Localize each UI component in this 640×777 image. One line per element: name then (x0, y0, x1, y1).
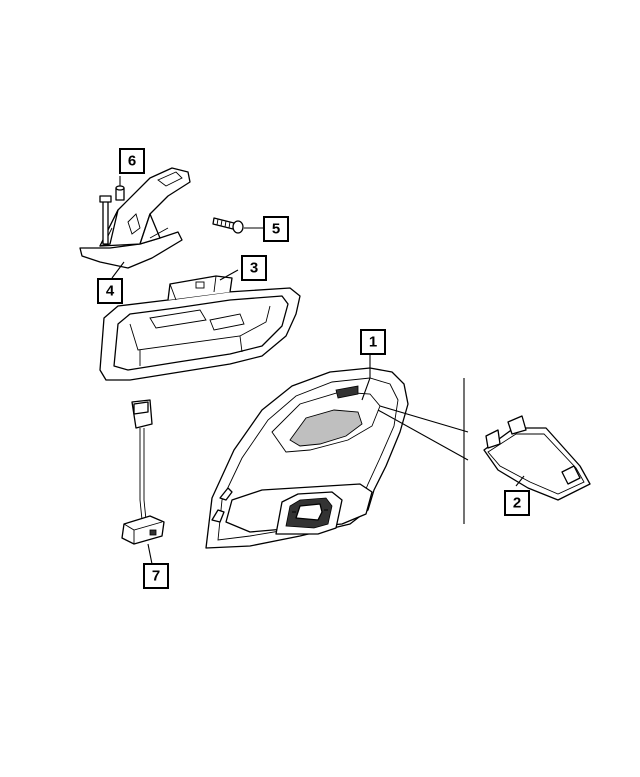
callout-1: 1 (360, 329, 386, 355)
callout-5-label: 5 (272, 221, 280, 238)
callout-6-label: 6 (128, 153, 136, 170)
callout-4-label: 4 (106, 283, 115, 300)
wire-harness (121, 399, 165, 545)
callout-6: 6 (119, 148, 145, 174)
lens-cover (483, 415, 591, 501)
overhead-console (205, 367, 409, 549)
housing-frame (99, 275, 301, 381)
callout-5: 5 (263, 216, 289, 242)
callout-1-label: 1 (369, 334, 377, 351)
callout-7-label: 7 (152, 568, 160, 585)
callout-4: 4 (97, 278, 123, 304)
mounting-bracket (79, 167, 191, 269)
callout-7: 7 (143, 563, 169, 589)
screw (212, 217, 244, 234)
callout-2-label: 2 (513, 495, 521, 512)
callout-3: 3 (241, 255, 267, 281)
callout-3-label: 3 (250, 260, 258, 277)
leader-lines (111, 176, 525, 565)
callout-2: 2 (504, 490, 530, 516)
